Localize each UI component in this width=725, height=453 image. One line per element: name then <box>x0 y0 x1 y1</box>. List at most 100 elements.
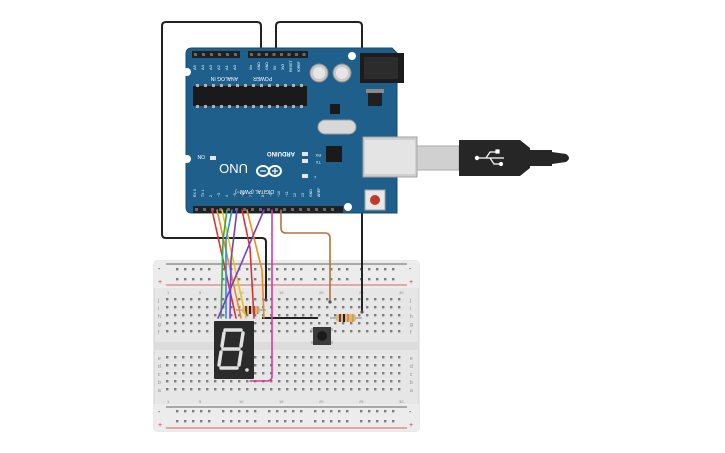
breadboard-hole[interactable] <box>190 372 193 375</box>
breadboard-hole[interactable] <box>182 380 185 383</box>
breadboard-hole[interactable] <box>206 322 209 325</box>
breadboard-hole[interactable] <box>294 314 297 317</box>
breadboard-hole[interactable] <box>376 278 379 281</box>
breadboard-hole[interactable] <box>310 330 313 333</box>
breadboard-hole[interactable] <box>286 298 289 301</box>
breadboard-hole[interactable] <box>334 372 337 375</box>
breadboard-hole[interactable] <box>310 298 313 301</box>
breadboard-hole[interactable] <box>284 410 287 413</box>
breadboard-hole[interactable] <box>222 278 225 281</box>
breadboard-hole[interactable] <box>314 268 317 271</box>
breadboard-hole[interactable] <box>208 278 211 281</box>
breadboard-hole[interactable] <box>174 388 177 391</box>
breadboard-hole[interactable] <box>268 410 271 413</box>
breadboard-hole[interactable] <box>182 388 185 391</box>
breadboard-hole[interactable] <box>294 322 297 325</box>
breadboard-hole[interactable] <box>174 298 177 301</box>
breadboard-hole[interactable] <box>350 388 353 391</box>
breadboard-hole[interactable] <box>374 356 377 359</box>
breadboard-hole[interactable] <box>246 314 249 317</box>
breadboard-hole[interactable] <box>200 278 203 281</box>
breadboard-hole[interactable] <box>286 330 289 333</box>
signal-wires[interactable] <box>211 209 331 382</box>
breadboard-hole[interactable] <box>278 372 281 375</box>
reset-button-cap[interactable] <box>370 195 380 205</box>
breadboard-hole[interactable] <box>198 356 201 359</box>
breadboard-hole[interactable] <box>246 278 249 281</box>
breadboard-hole[interactable] <box>184 268 187 271</box>
breadboard-hole[interactable] <box>230 380 233 383</box>
breadboard-hole[interactable] <box>322 278 325 281</box>
breadboard-hole[interactable] <box>330 420 333 423</box>
breadboard-hole[interactable] <box>166 314 169 317</box>
breadboard-hole[interactable] <box>302 388 305 391</box>
breadboard-hole[interactable] <box>358 356 361 359</box>
breadboard-hole[interactable] <box>390 314 393 317</box>
breadboard-hole[interactable] <box>262 330 265 333</box>
breadboard-hole[interactable] <box>192 278 195 281</box>
breadboard-hole[interactable] <box>374 298 377 301</box>
breadboard-hole[interactable] <box>284 420 287 423</box>
breadboard-hole[interactable] <box>246 298 249 301</box>
header-pin[interactable] <box>194 53 197 56</box>
wire-red[interactable] <box>211 209 237 319</box>
breadboard-hole[interactable] <box>368 268 371 271</box>
breadboard-hole[interactable] <box>398 314 401 317</box>
breadboard-hole[interactable] <box>292 420 295 423</box>
breadboard-hole[interactable] <box>176 420 179 423</box>
breadboard-hole[interactable] <box>182 298 185 301</box>
breadboard-hole[interactable] <box>254 410 257 413</box>
breadboard-hole[interactable] <box>268 420 271 423</box>
breadboard-hole[interactable] <box>350 380 353 383</box>
breadboard-hole[interactable] <box>384 410 387 413</box>
breadboard-hole[interactable] <box>390 364 393 367</box>
breadboard-hole[interactable] <box>390 380 393 383</box>
breadboard-hole[interactable] <box>358 322 361 325</box>
breadboard-hole[interactable] <box>198 388 201 391</box>
breadboard-hole[interactable] <box>322 268 325 271</box>
breadboard-hole[interactable] <box>200 410 203 413</box>
breadboard-hole[interactable] <box>302 298 305 301</box>
breadboard-hole[interactable] <box>182 330 185 333</box>
breadboard-hole[interactable] <box>222 298 225 301</box>
breadboard-hole[interactable] <box>300 420 303 423</box>
breadboard-hole[interactable] <box>398 322 401 325</box>
breadboard-hole[interactable] <box>254 298 257 301</box>
breadboard-hole[interactable] <box>310 314 313 317</box>
breadboard-hole[interactable] <box>208 410 211 413</box>
breadboard-hole[interactable] <box>246 268 249 271</box>
breadboard-hole[interactable] <box>318 380 321 383</box>
breadboard-hole[interactable] <box>326 306 329 309</box>
header-pin[interactable] <box>267 208 270 211</box>
breadboard-hole[interactable] <box>294 306 297 309</box>
header-pin[interactable] <box>331 208 334 211</box>
breadboard-hole[interactable] <box>358 314 361 317</box>
breadboard-hole[interactable] <box>198 364 201 367</box>
breadboard-hole[interactable] <box>182 322 185 325</box>
breadboard-hole[interactable] <box>198 306 201 309</box>
breadboard-hole[interactable] <box>206 330 209 333</box>
breadboard-hole[interactable] <box>254 372 257 375</box>
breadboard-hole[interactable] <box>206 380 209 383</box>
breadboard-hole[interactable] <box>254 356 257 359</box>
breadboard-hole[interactable] <box>174 364 177 367</box>
breadboard-hole[interactable] <box>398 388 401 391</box>
breadboard-hole[interactable] <box>342 356 345 359</box>
breadboard-hole[interactable] <box>366 322 369 325</box>
breadboard-hole[interactable] <box>254 268 257 271</box>
breadboard-hole[interactable] <box>200 420 203 423</box>
breadboard-hole[interactable] <box>286 372 289 375</box>
breadboard-hole[interactable] <box>192 268 195 271</box>
breadboard-hole[interactable] <box>382 298 385 301</box>
breadboard-hole[interactable] <box>278 380 281 383</box>
breadboard-hole[interactable] <box>292 410 295 413</box>
breadboard-hole[interactable] <box>276 278 279 281</box>
breadboard-hole[interactable] <box>310 356 313 359</box>
breadboard-hole[interactable] <box>374 306 377 309</box>
breadboard-hole[interactable] <box>398 364 401 367</box>
breadboard-hole[interactable] <box>294 364 297 367</box>
breadboard-hole[interactable] <box>166 364 169 367</box>
breadboard-hole[interactable] <box>314 278 317 281</box>
breadboard-hole[interactable] <box>174 372 177 375</box>
breadboard-hole[interactable] <box>200 268 203 271</box>
